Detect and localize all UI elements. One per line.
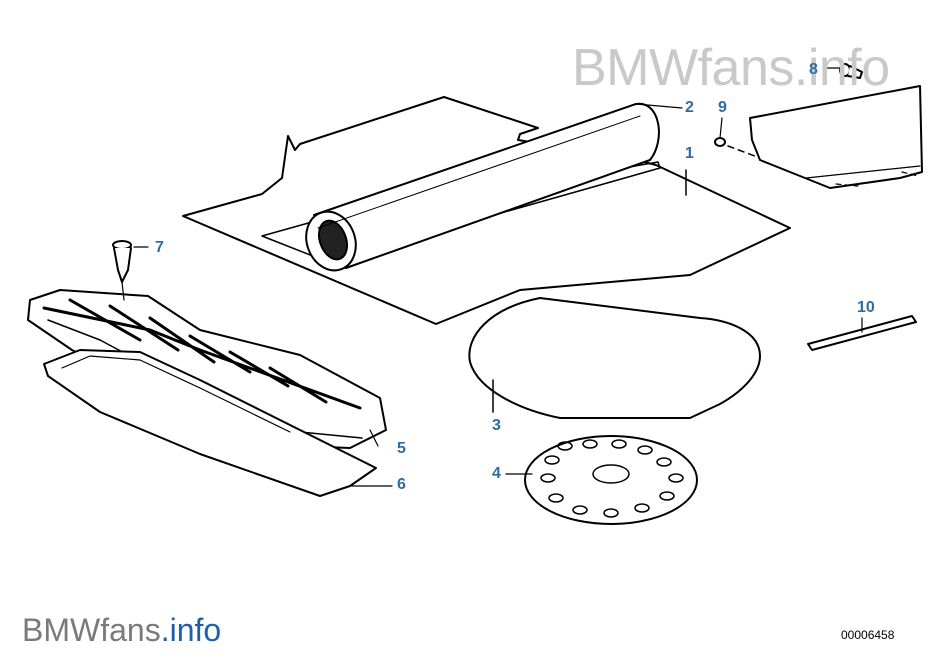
callout-8: 8 bbox=[809, 61, 818, 78]
part-8-screw bbox=[825, 63, 863, 79]
callout-10: 10 bbox=[857, 299, 875, 316]
callout-5: 5 bbox=[397, 440, 406, 457]
callout-7: 7 bbox=[155, 239, 164, 256]
callout-1: 1 bbox=[685, 145, 694, 162]
side-panel bbox=[749, 85, 923, 189]
part-6-pad bbox=[43, 349, 393, 497]
watermark-bottom-domain: .info bbox=[160, 612, 222, 648]
part-4-perforated-disc bbox=[505, 435, 698, 525]
callout-4: 4 bbox=[492, 465, 501, 482]
part-3-round-cover bbox=[468, 297, 761, 419]
part-2-roll bbox=[305, 102, 683, 272]
part-7-clip bbox=[112, 240, 149, 301]
drawing-number: 00006458 bbox=[841, 628, 895, 642]
callout-9: 9 bbox=[718, 99, 727, 116]
callout-6: 6 bbox=[397, 476, 406, 493]
part-9-nut bbox=[714, 117, 761, 159]
callout-2: 2 bbox=[685, 99, 694, 116]
callout-3: 3 bbox=[492, 417, 501, 434]
watermark-bottom: BMWfans.info bbox=[22, 614, 221, 646]
part-10-rod bbox=[807, 315, 917, 351]
watermark-top: BMWfans.info bbox=[572, 39, 890, 97]
watermark-bottom-brand: BMWfans bbox=[22, 612, 161, 648]
